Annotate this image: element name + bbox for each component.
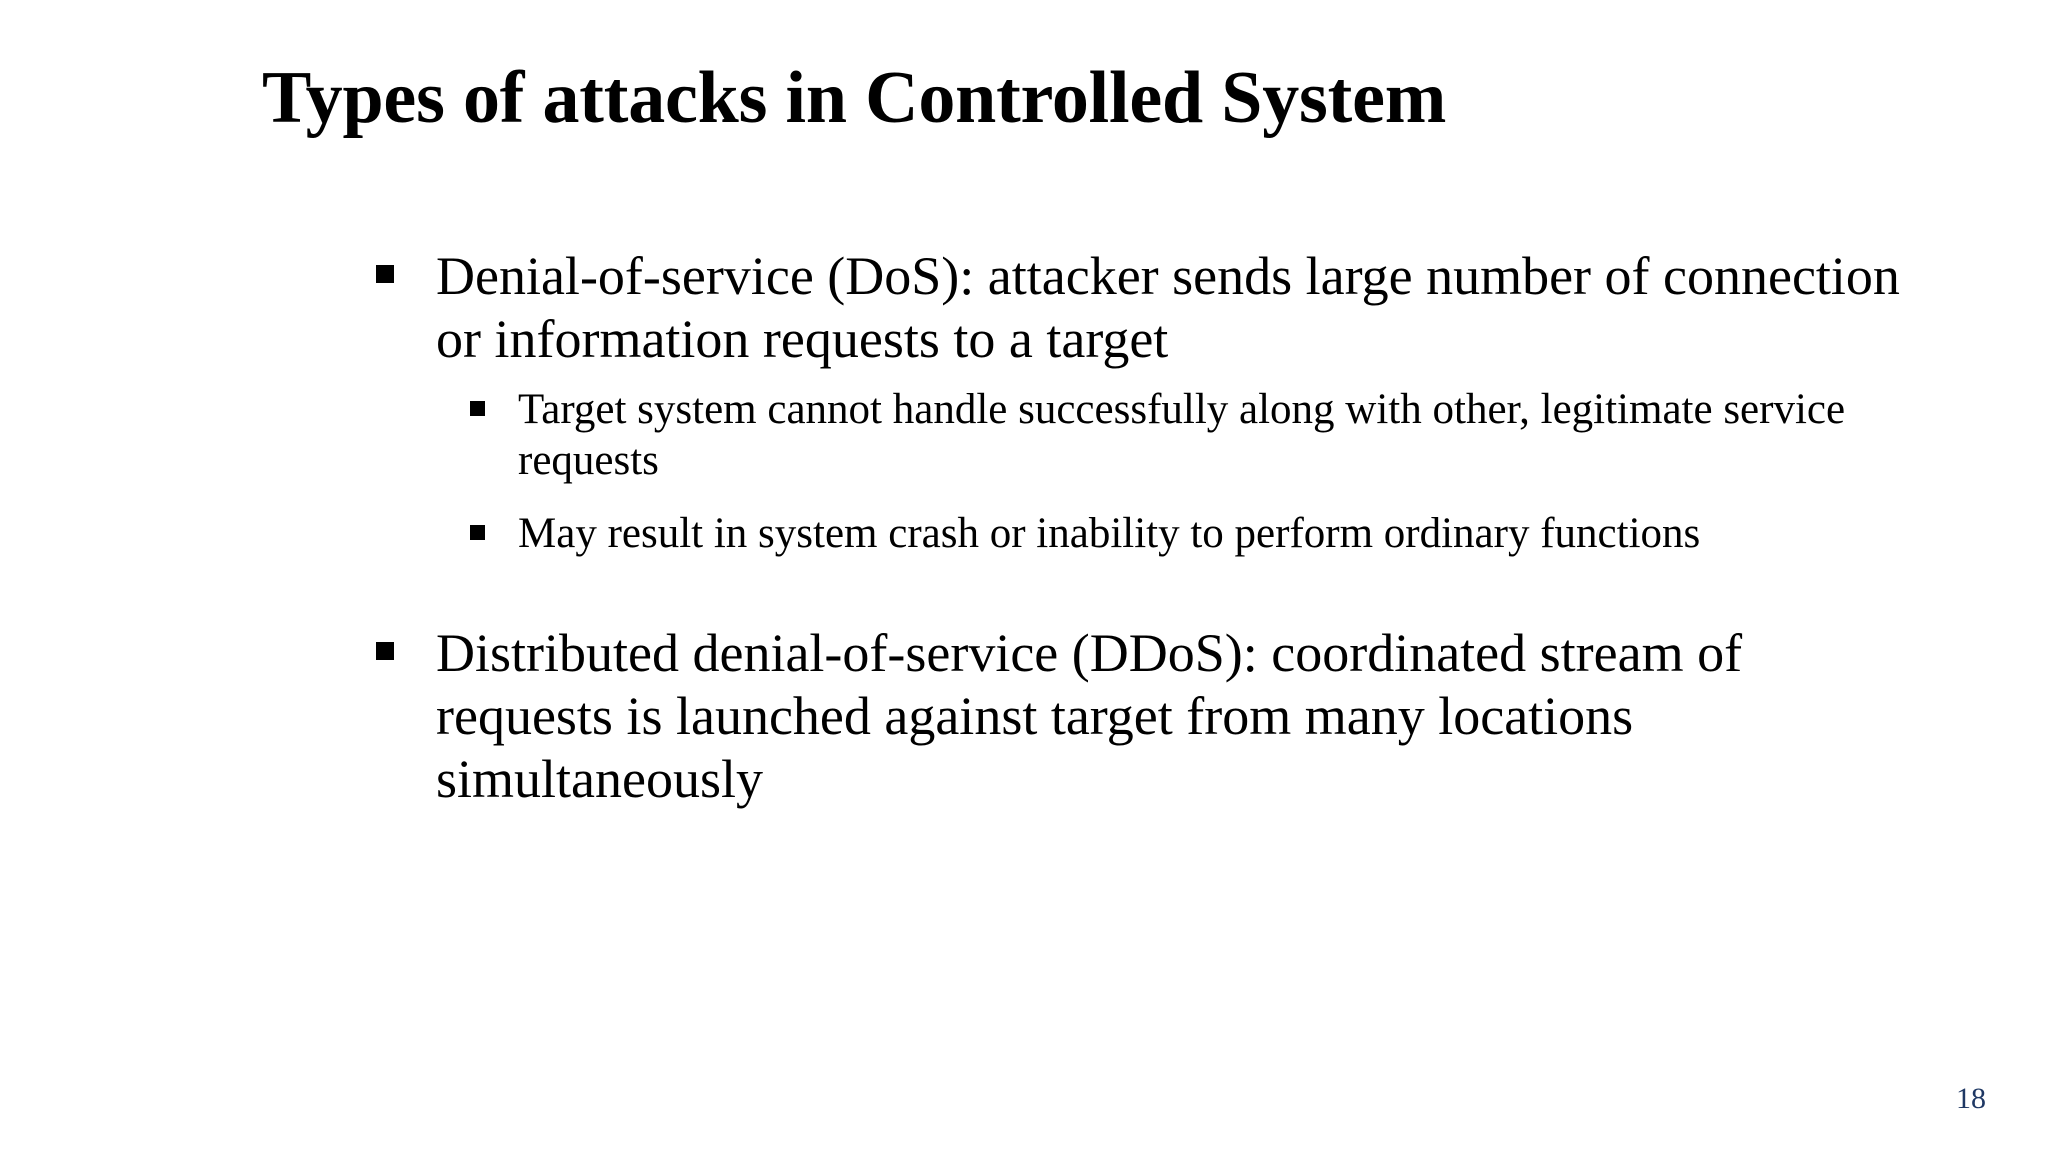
- list-item: May result in system crash or inability …: [464, 509, 1918, 560]
- list-item: Denial-of-service (DoS): attacker sends …: [370, 245, 1930, 371]
- square-bullet-icon: [470, 401, 485, 417]
- square-bullet-icon: [376, 265, 394, 283]
- sub-bullet-list: Target system cannot handle successfully…: [370, 385, 1930, 559]
- bullet-text: Denial-of-service (DoS): attacker sends …: [436, 246, 1900, 370]
- sub-bullet-text: May result in system crash or inability …: [518, 509, 1701, 557]
- square-bullet-icon: [376, 641, 394, 660]
- list-item: Target system cannot handle successfully…: [464, 385, 1918, 486]
- page-title: Types of attacks in Controlled System: [262, 57, 1447, 139]
- page-number: 18: [1956, 1082, 1986, 1115]
- list-item: Distributed denial-of-service (DDoS): co…: [370, 622, 1930, 812]
- slide-content-body: Denial-of-service (DoS): attacker sends …: [370, 245, 1930, 817]
- square-bullet-icon: [470, 524, 485, 540]
- bullet-text: Distributed denial-of-service (DDoS): co…: [436, 622, 1743, 809]
- content-spacer: [370, 586, 1930, 622]
- sub-bullet-text: Target system cannot handle successfully…: [518, 386, 1846, 485]
